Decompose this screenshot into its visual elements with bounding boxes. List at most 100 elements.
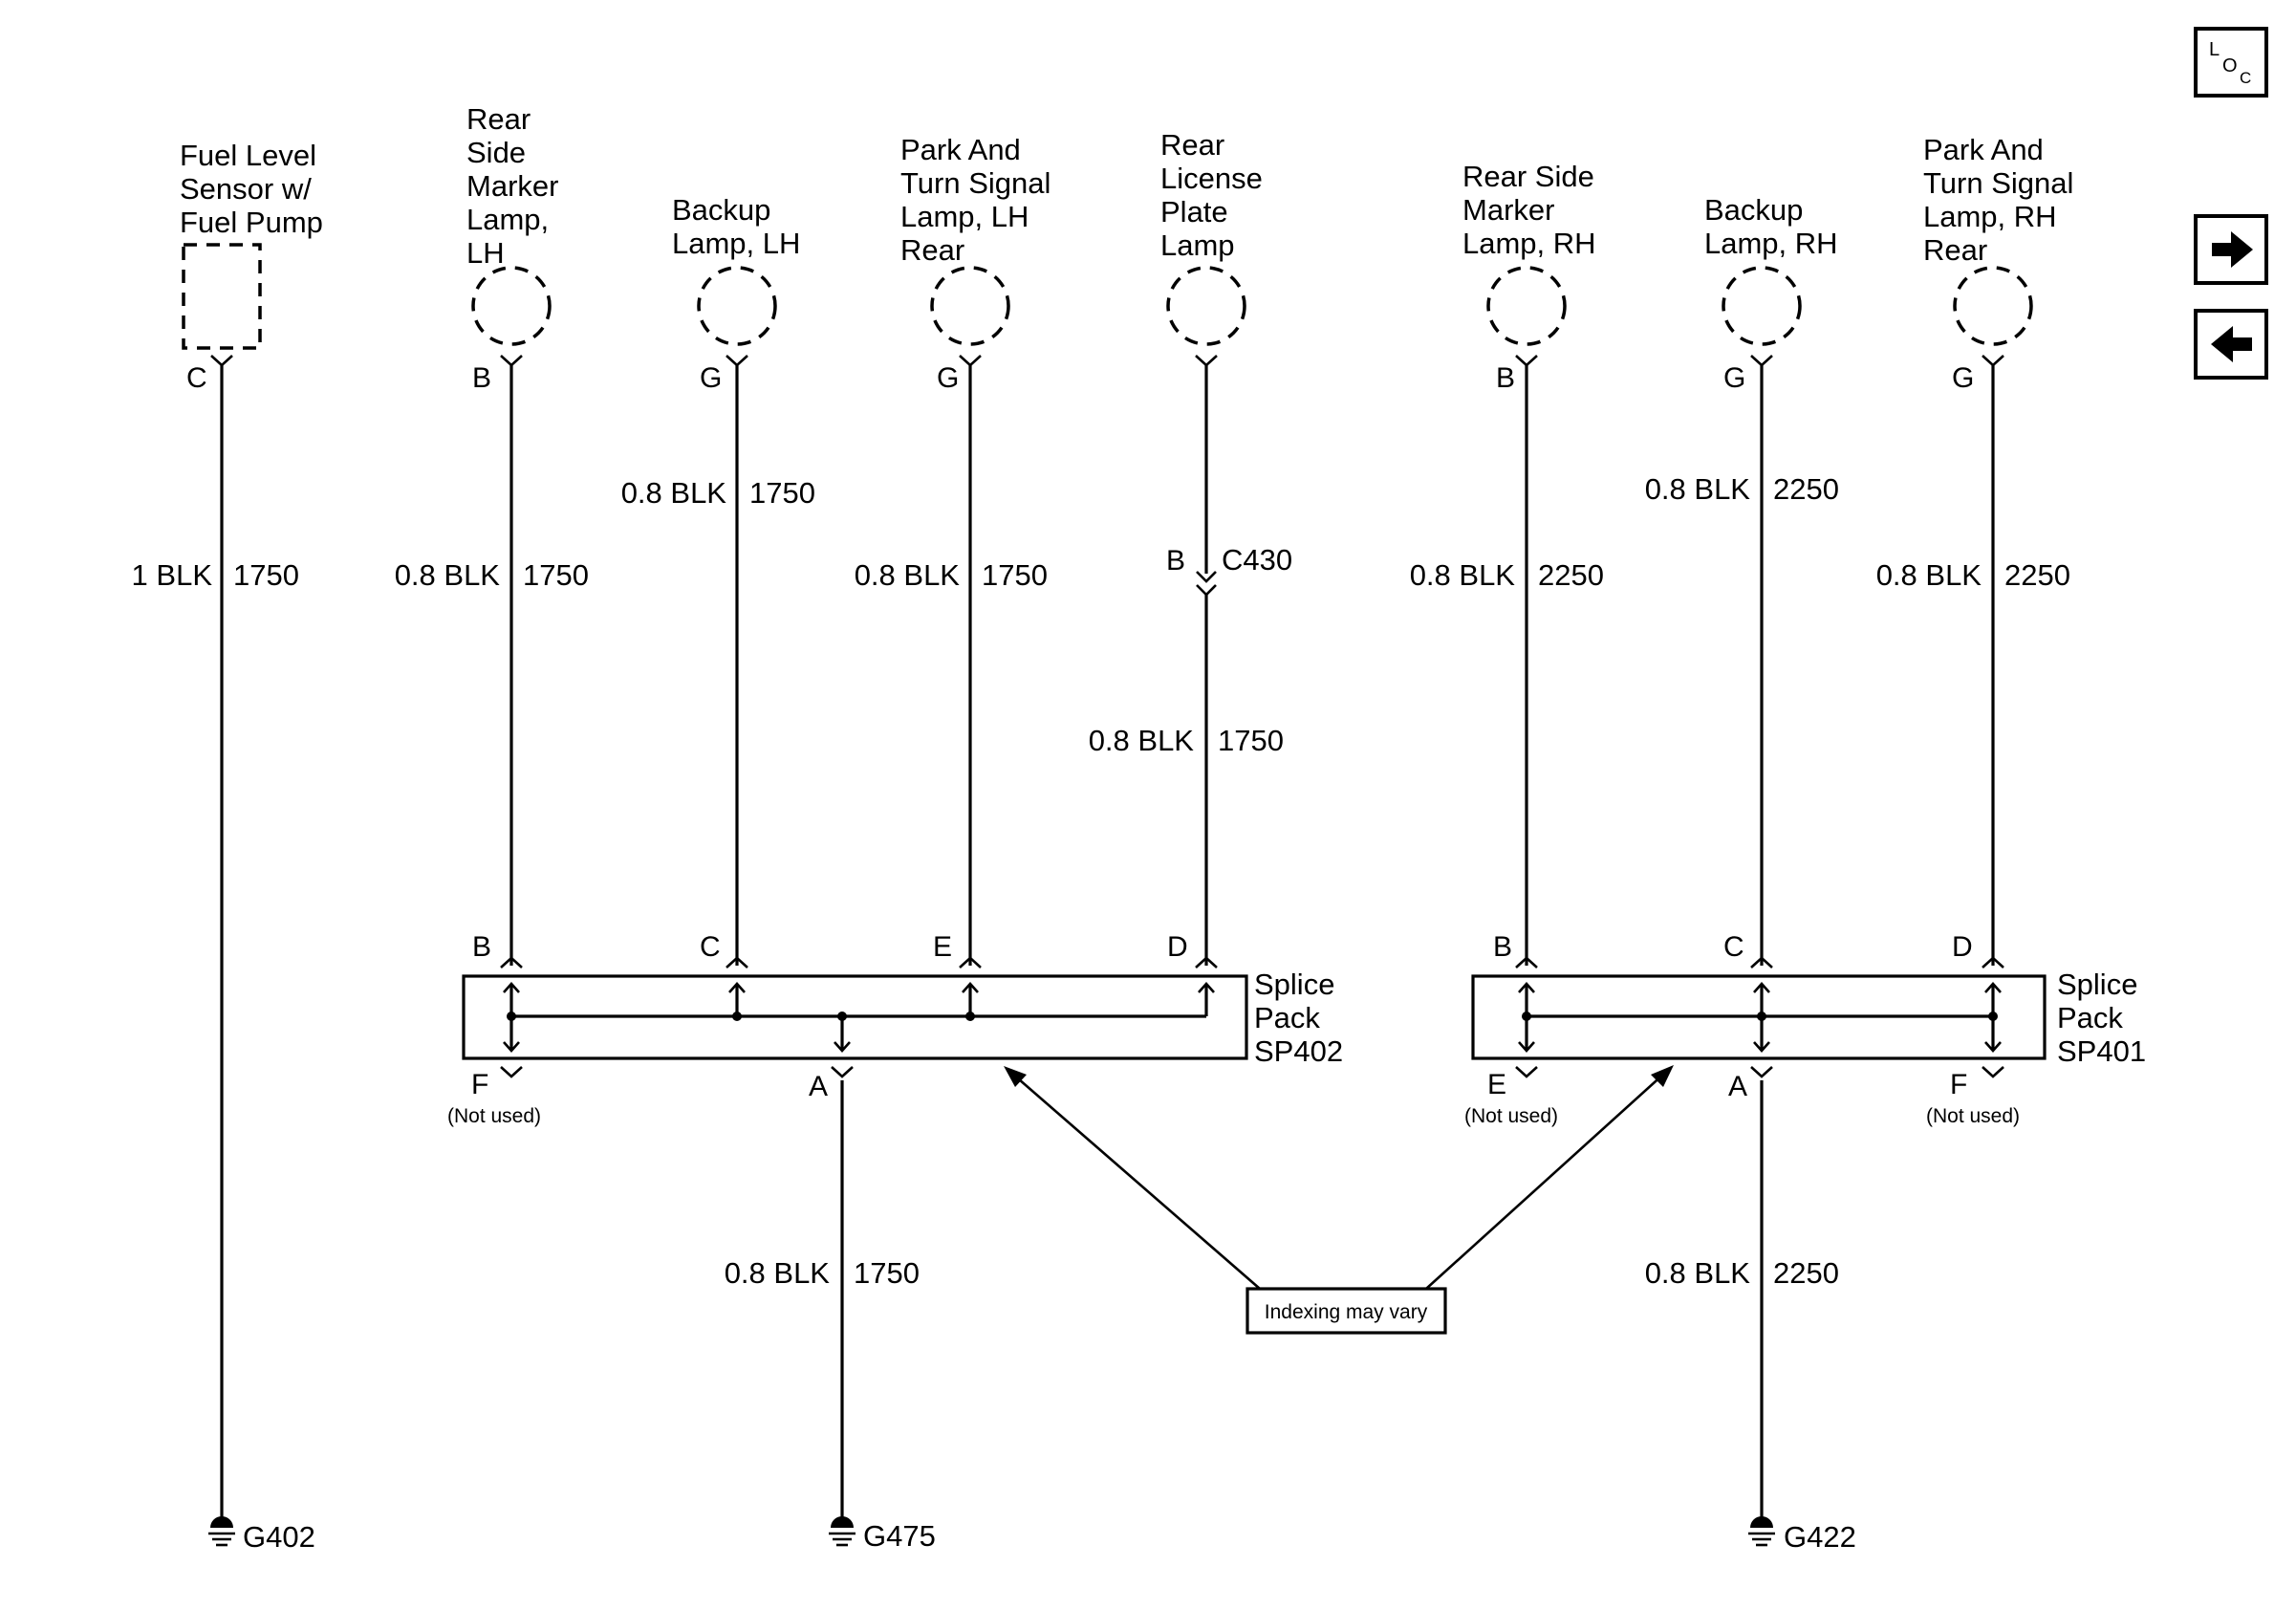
splice-pack-sp402: B C E D — [447, 931, 1343, 1127]
previous-page-button[interactable] — [2194, 309, 2268, 380]
wire-gauge-label: 0.8 BLK — [855, 558, 961, 592]
splice-pack-sp401: B C D E (Not used) A F — [1464, 931, 2146, 1127]
pin-label: C — [186, 362, 207, 394]
sp401-not-used-note: (Not used) — [1464, 1105, 1558, 1127]
indexing-leader-left — [1010, 1072, 1261, 1290]
backup-lamp-rh-symbol — [1722, 266, 1802, 346]
wire-gauge-label: 0.8 BLK — [621, 476, 727, 510]
park-turn-lamp-rh-label-line: Park And — [1923, 133, 2044, 166]
marker-lamp-rh-label-line: Marker — [1462, 193, 1554, 227]
fuel-sensor-label-line: Fuel Level — [180, 139, 316, 172]
sp401-label-line: Splice — [2057, 968, 2137, 1001]
pin-label: G — [1952, 362, 1974, 394]
license-plate-lamp-label-line: Rear — [1160, 128, 1224, 162]
indexing-note: Indexing may vary — [1004, 1065, 1674, 1335]
sp402-label-line: Pack — [1254, 1001, 1320, 1034]
fuel-sensor-label-line: Fuel Pump — [180, 206, 323, 239]
sp401-splice-dot — [1522, 1012, 1531, 1021]
marker-lamp-rh-label-line: Lamp, RH — [1462, 227, 1596, 260]
park-turn-lamp-rh-label: Park And Turn Signal Lamp, RH Rear — [1923, 133, 2073, 267]
wire-gauge-label: 0.8 BLK — [1645, 1256, 1751, 1290]
marker-lamp-lh-label-line: Lamp, — [466, 203, 549, 236]
sp401-label-line: Pack — [2057, 1001, 2123, 1034]
pin-label: G — [1723, 362, 1745, 394]
c430-label: C430 — [1222, 543, 1292, 577]
c430-pin-label: B — [1166, 545, 1185, 577]
sp402-bottom-terminals — [500, 1066, 854, 1078]
sp402-label-line: SP402 — [1254, 1034, 1343, 1068]
sp401-pin-label: E — [1487, 1069, 1506, 1100]
wire-gauge-label: 0.8 BLK — [1410, 558, 1516, 592]
wire-gauge-label: 0.8 BLK — [725, 1256, 831, 1290]
license-plate-lamp-label: Rear License Plate Lamp — [1160, 128, 1263, 262]
ground-label: G402 — [243, 1520, 315, 1554]
sp402-pin-label: F — [471, 1069, 488, 1100]
marker-lamp-lh-label-line: Side — [466, 136, 526, 169]
pin-label: G — [937, 362, 959, 394]
marker-lamp-rh-label-line: Rear Side — [1462, 160, 1594, 193]
previous-page-button-frame[interactable] — [2194, 309, 2268, 380]
loc-button[interactable]: L O C — [2194, 27, 2268, 98]
marker-lamp-rh-symbol — [1486, 266, 1567, 346]
wire-gauge-label: 0.8 BLK — [1089, 724, 1195, 757]
marker-lamp-lh-label-line: Rear — [466, 102, 531, 136]
sp401-pin-label: A — [1728, 1071, 1747, 1102]
ground-icon — [1750, 1516, 1773, 1528]
sp402-pin-label: E — [933, 931, 952, 963]
arrow-right-icon — [2212, 231, 2253, 268]
wire-circuit-label: 2250 — [2004, 558, 2070, 592]
fuel-sensor-label: Fuel Level Sensor w/ Fuel Pump — [180, 139, 323, 239]
loc-icon-glyph: C — [2240, 69, 2251, 87]
sp401-bottom-terminals — [1515, 1066, 2004, 1078]
marker-lamp-lh-label: Rear Side Marker Lamp, LH — [466, 102, 558, 270]
park-turn-lamp-rh-label-line: Turn Signal — [1923, 166, 2073, 200]
sp402-label-line: Splice — [1254, 968, 1334, 1001]
park-turn-lamp-lh-symbol — [930, 266, 1010, 346]
backup-lamp-lh-label-line: Backup — [672, 193, 770, 227]
sp401-splice-dot — [1988, 1012, 1998, 1021]
ground-g422: G422 — [1748, 1516, 1856, 1554]
wire-circuit-label: 1750 — [233, 558, 299, 592]
wire-circuit-label: 1750 — [749, 476, 815, 510]
loc-icon-glyph: O — [2222, 55, 2238, 76]
next-page-button[interactable] — [2194, 214, 2268, 285]
wire-circuit-label: 2250 — [1773, 472, 1839, 506]
sp401-not-used-note: (Not used) — [1926, 1105, 2020, 1127]
sp402-not-used-note: (Not used) — [447, 1105, 541, 1127]
sp401-box — [1471, 974, 2047, 1060]
license-plate-lamp-label-line: Plate — [1160, 195, 1228, 228]
wire-circuit-label: 1750 — [1218, 724, 1284, 757]
wire-gauge-label: 0.8 BLK — [1876, 558, 1982, 592]
park-turn-lamp-lh-label-line: Lamp, LH — [900, 200, 1029, 233]
ground-icon — [210, 1516, 233, 1528]
indexing-note-text: Indexing may vary — [1265, 1301, 1428, 1323]
park-turn-lamp-lh-label: Park And Turn Signal Lamp, LH Rear — [900, 133, 1051, 267]
sp401-splice-dot — [1757, 1012, 1766, 1021]
sp401-pin-label: F — [1950, 1069, 1967, 1100]
ground-label: G422 — [1784, 1520, 1856, 1554]
park-turn-lamp-rh-label-line: Lamp, RH — [1923, 200, 2057, 233]
sp401-pin-label: D — [1952, 931, 1973, 963]
marker-lamp-lh-label-line: LH — [466, 236, 505, 270]
loc-icon-glyph: L — [2209, 39, 2220, 60]
indexing-note-box — [1245, 1287, 1447, 1335]
marker-lamp-rh-label: Rear Side Marker Lamp, RH — [1462, 160, 1596, 260]
fuel-sensor-label-line: Sensor w/ — [180, 172, 312, 206]
loc-button-frame[interactable] — [2194, 27, 2268, 98]
next-page-button-frame[interactable] — [2194, 214, 2268, 285]
park-turn-lamp-lh-label-line: Rear — [900, 233, 964, 267]
sp402-splice-dot — [507, 1012, 516, 1021]
park-turn-lamp-rh-label-line: Rear — [1923, 233, 1987, 267]
pin-label: B — [1496, 362, 1515, 394]
park-turn-lamp-lh-label-line: Turn Signal — [900, 166, 1051, 200]
wire-circuit-label: 2250 — [1773, 1256, 1839, 1290]
sp402-pin-label: C — [700, 931, 721, 963]
backup-lamp-rh-label: Backup Lamp, RH — [1704, 193, 1838, 260]
license-plate-lamp-symbol — [1166, 266, 1246, 346]
ground-icon — [831, 1516, 854, 1528]
sp402-pin-label: A — [809, 1071, 828, 1102]
wire-circuit-label: 1750 — [982, 558, 1048, 592]
indexing-arrowhead-left — [1004, 1066, 1027, 1087]
pin-label: G — [700, 362, 722, 394]
backup-lamp-lh-symbol — [697, 266, 777, 346]
